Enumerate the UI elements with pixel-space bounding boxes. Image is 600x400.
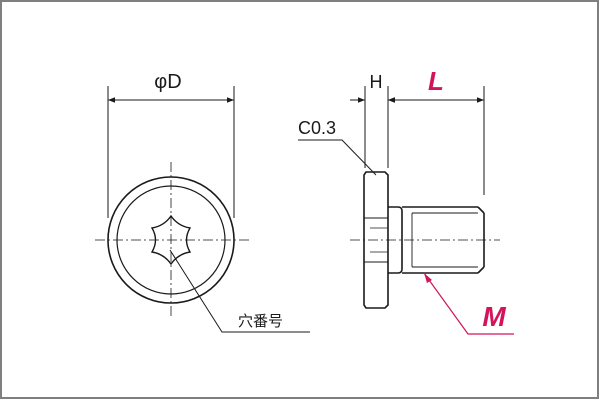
thread-leader-arrowhead <box>424 273 432 283</box>
screw-shank <box>388 206 403 274</box>
diameter-label: φD <box>154 71 181 93</box>
hole-number-label: 穴番号 <box>238 313 283 330</box>
front-view <box>95 86 310 333</box>
head-height-label: H <box>370 72 383 92</box>
thread-leader <box>423 272 514 335</box>
thread-chamfer-bottom <box>477 266 485 274</box>
hole-number-leader <box>169 249 310 333</box>
side-view <box>298 86 514 335</box>
chamfer-leader <box>298 139 377 176</box>
chamfer-label: C0.3 <box>298 118 336 138</box>
thread-chamfer-top <box>477 206 485 214</box>
head-inner-circle <box>116 185 226 295</box>
head-outer-circle <box>107 176 235 304</box>
length-label: L <box>428 66 444 96</box>
thread-label: M <box>482 301 506 332</box>
torx-recess <box>150 214 192 266</box>
